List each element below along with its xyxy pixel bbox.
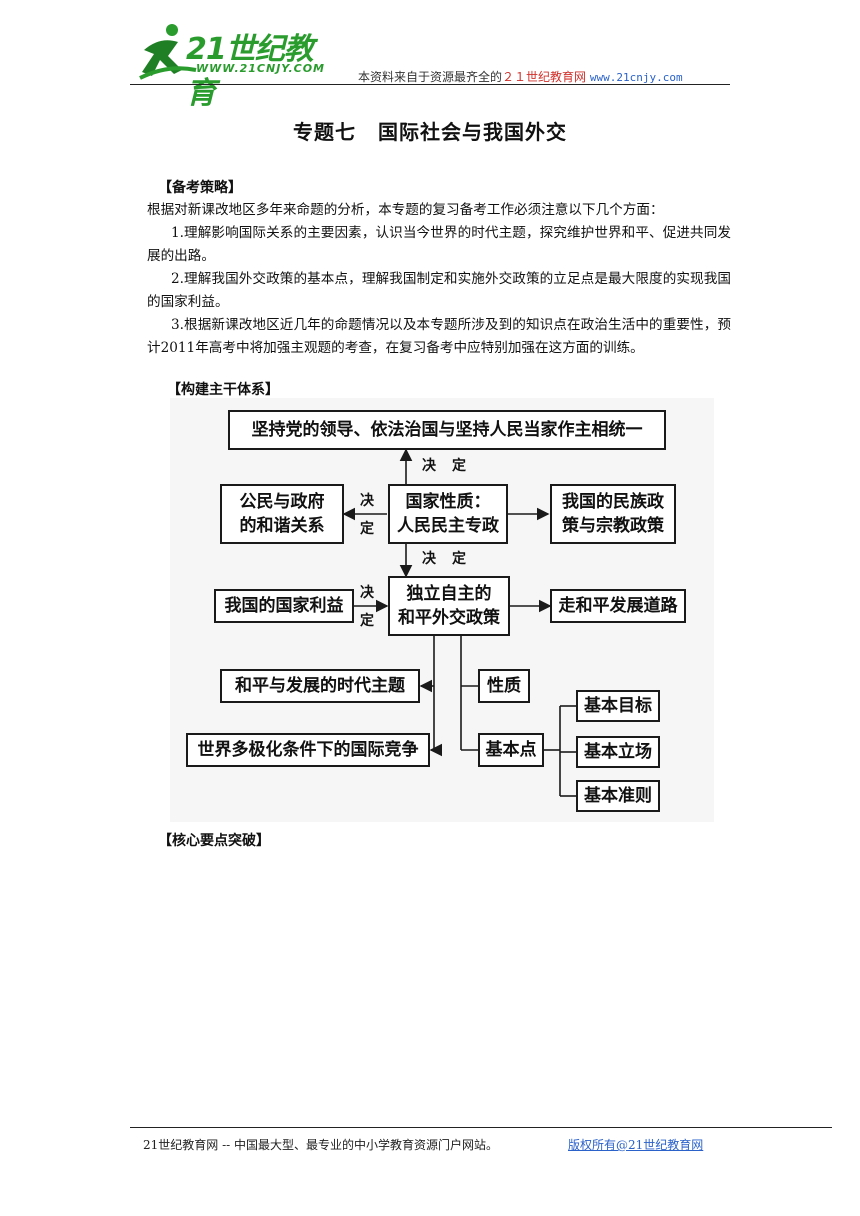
footer-site-description: 21世纪教育网 -- 中国最大型、最专业的中小学教育资源门户网站。	[143, 1138, 499, 1152]
label-decide-mid-2: 定	[452, 551, 466, 567]
box-unity-principle: 坚持党的领导、依法治国与坚持人民当家作主相统一	[228, 410, 666, 450]
logo-brand-text: 21世纪教育	[186, 32, 314, 111]
section-heading-core-points: 【核心要点突破】	[158, 833, 270, 849]
header-note: 本资料来自于资源最齐全的２１世纪教育网 www.21cnjy.com	[358, 68, 683, 85]
logo-url-text: WWW.21CNJY.COM	[196, 62, 325, 75]
box-citizen-government: 公民与政府 的和谐关系	[220, 484, 344, 544]
label-decide-top-1: 决	[422, 458, 436, 474]
label-decide-left-2: 定	[360, 521, 374, 537]
section-heading-strategy: 【备考策略】	[158, 180, 242, 196]
footer-copyright-link[interactable]: 版权所有@21世纪教育网	[568, 1138, 704, 1152]
site-logo: 21世纪教育 WWW.21CNJY.COM	[138, 20, 338, 111]
framework-diagram: 坚持党的领导、依法治国与坚持人民当家作主相统一 国家性质： 人民民主专政 公民与…	[170, 398, 714, 822]
state-nature-line-1: 国家性质：	[405, 492, 491, 512]
page-title: 专题七国际社会与我国外交	[0, 116, 860, 145]
citizen-government-line-2: 的和谐关系	[239, 516, 325, 536]
box-peaceful-development: 走和平发展道路	[550, 589, 686, 623]
foreign-policy-line-1: 独立自主的	[406, 584, 492, 604]
box-basic-goal: 基本目标	[576, 690, 660, 722]
box-basic-points: 基本点	[478, 733, 544, 767]
label-decide-interest-2: 定	[360, 613, 374, 629]
label-decide-top-2: 定	[452, 458, 466, 474]
strategy-item-2: 2.理解我国外交政策的基本点，理解我国制定和实施外交政策的立足点是最大限度的实现…	[147, 271, 731, 310]
header-divider	[130, 84, 730, 85]
box-state-nature: 国家性质： 人民民主专政	[388, 484, 508, 544]
box-ethnic-religious-policy: 我国的民族政 策与宗教政策	[550, 484, 676, 544]
header-url-link[interactable]: www.21cnjy.com	[589, 71, 683, 84]
box-national-interest: 我国的国家利益	[214, 589, 354, 623]
strategy-item-3: 3.根据新课改地区近几年的命题情况以及本专题所涉及到的知识点在政治生活中的重要性…	[147, 317, 731, 356]
strategy-item-1: 1.理解影响国际关系的主要因素，认识当今世界的时代主题，探究维护世界和平、促进共…	[147, 225, 731, 264]
ethnic-policy-line-2: 策与宗教政策	[562, 516, 664, 536]
header-note-prefix: 本资料来自于资源最齐全的	[358, 70, 503, 84]
foreign-policy-line-2: 和平外交政策	[398, 608, 500, 628]
footer-divider	[130, 1127, 832, 1128]
citizen-government-line-1: 公民与政府	[239, 492, 325, 512]
strategy-intro: 根据对新课改地区多年来命题的分析，本专题的复习备考工作必须注意以下几个方面：	[147, 202, 664, 218]
label-decide-interest-1: 决	[360, 585, 374, 601]
ethnic-policy-line-1: 我国的民族政	[562, 492, 664, 512]
title-part-2: 国际社会与我国外交	[378, 120, 567, 144]
box-nature: 性质	[478, 669, 530, 703]
box-basic-stance: 基本立场	[576, 736, 660, 768]
box-basic-principle: 基本准则	[576, 780, 660, 812]
box-foreign-policy: 独立自主的 和平外交政策	[388, 576, 510, 636]
box-international-competition: 世界多极化条件下的国际竞争	[186, 733, 430, 767]
label-decide-mid-1: 决	[422, 551, 436, 567]
title-part-1: 专题七	[293, 120, 356, 144]
diagram-connectors	[342, 448, 576, 797]
label-decide-left-1: 决	[360, 493, 374, 509]
running-figure-icon	[139, 24, 197, 80]
section-heading-framework: 【构建主干体系】	[167, 382, 279, 398]
box-era-theme: 和平与发展的时代主题	[220, 669, 420, 703]
state-nature-line-2: 人民民主专政	[397, 516, 499, 536]
header-site-link[interactable]: ２１世纪教育网	[502, 70, 587, 84]
